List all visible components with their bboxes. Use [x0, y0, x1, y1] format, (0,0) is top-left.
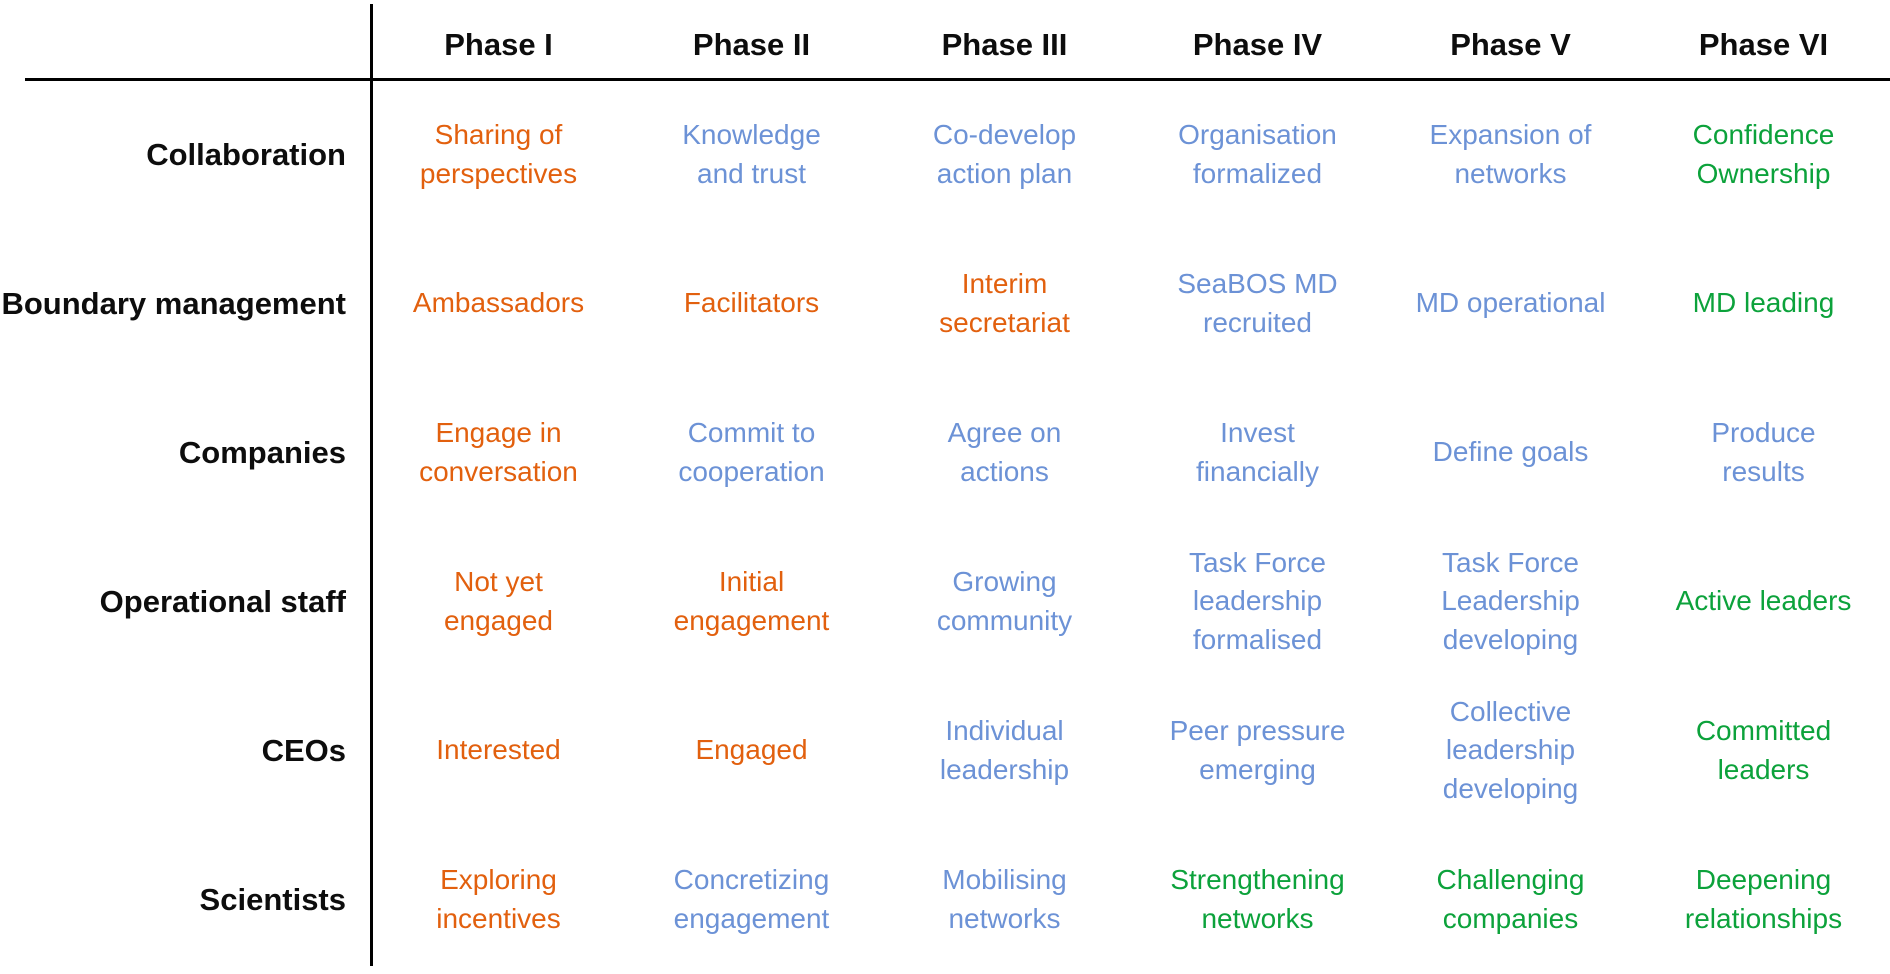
column-header-phase-i: Phase I [444, 27, 553, 62]
cell-ceos-phase-6: Committed leaders [1695, 715, 1832, 785]
column-header-phase-ii: Phase II [692, 27, 811, 62]
cell-scientists-phase-1: Exploring incentives [436, 864, 561, 934]
row-label-ceos: CEOs [261, 732, 346, 768]
cell-ceos-phase-4: Peer pressure emerging [1169, 715, 1346, 785]
cell-collaboration-phase-1: Sharing of perspectives [419, 119, 578, 189]
cell-ceos-phase-5: Collective leadership developing [1442, 696, 1579, 804]
cell-companies-phase-2: Commit to cooperation [678, 417, 825, 487]
cell-boundary-management-phase-4: SeaBOS MD recruited [1177, 268, 1338, 338]
column-header-phase-iv: Phase IV [1192, 27, 1323, 62]
cell-operational-staff-phase-3: Growing community [936, 566, 1073, 636]
cell-operational-staff-phase-4: Task Force leadership formalised [1189, 547, 1326, 655]
cell-collaboration-phase-6: Confidence Ownership [1692, 119, 1835, 189]
row-label-scientists: Scientists [199, 881, 346, 917]
row-label-boundary-management: Boundary management [1, 285, 346, 321]
cell-operational-staff-phase-2: Initial engagement [673, 566, 830, 636]
cell-ceos-phase-1: Interested [436, 734, 561, 766]
cell-companies-phase-3: Agree on actions [947, 417, 1062, 487]
cell-scientists-phase-3: Mobilising networks [942, 864, 1067, 934]
cell-operational-staff-phase-1: Not yet engaged [443, 566, 553, 636]
cell-scientists-phase-6: Deepening relationships [1684, 864, 1843, 934]
cell-operational-staff-phase-6: Active leaders [1675, 585, 1852, 617]
cell-boundary-management-phase-1: Ambassadors [412, 287, 585, 319]
cell-boundary-management-phase-6: MD leading [1692, 287, 1835, 319]
cell-boundary-management-phase-5: MD operational [1415, 287, 1606, 319]
row-label-collaboration: Collaboration [146, 136, 346, 172]
row-label-companies: Companies [178, 434, 346, 470]
cell-scientists-phase-2: Concretizing engagement [673, 864, 830, 934]
row-label-operational-staff: Operational staff [99, 583, 346, 619]
cell-scientists-phase-5: Challenging companies [1436, 864, 1585, 934]
cell-boundary-management-phase-2: Facilitators [683, 287, 820, 319]
cell-companies-phase-1: Engage in conversation [419, 417, 578, 487]
cell-ceos-phase-2: Engaged [695, 734, 808, 766]
cell-collaboration-phase-5: Expansion of networks [1429, 119, 1592, 189]
header-divider-line [25, 78, 1890, 81]
cell-collaboration-phase-2: Knowledge and trust [682, 119, 821, 189]
cell-ceos-phase-3: Individual leadership [939, 715, 1070, 785]
cell-collaboration-phase-3: Co-develop action plan [932, 119, 1077, 189]
cell-boundary-management-phase-3: Interim secretariat [939, 268, 1070, 338]
column-header-phase-iii: Phase III [941, 27, 1068, 62]
column-header-phase-v: Phase V [1450, 27, 1571, 62]
cell-operational-staff-phase-5: Task Force Leadership developing [1441, 547, 1580, 655]
cell-collaboration-phase-4: Organisation formalized [1178, 119, 1337, 189]
cell-scientists-phase-4: Strengthening networks [1170, 864, 1345, 934]
cell-companies-phase-6: Produce results [1711, 417, 1816, 487]
column-divider-line [370, 4, 373, 966]
cell-companies-phase-5: Define goals [1432, 436, 1589, 468]
corner-cell [0, 0, 372, 80]
column-header-phase-vi: Phase VI [1698, 27, 1829, 62]
cell-companies-phase-4: Invest financially [1196, 417, 1319, 487]
